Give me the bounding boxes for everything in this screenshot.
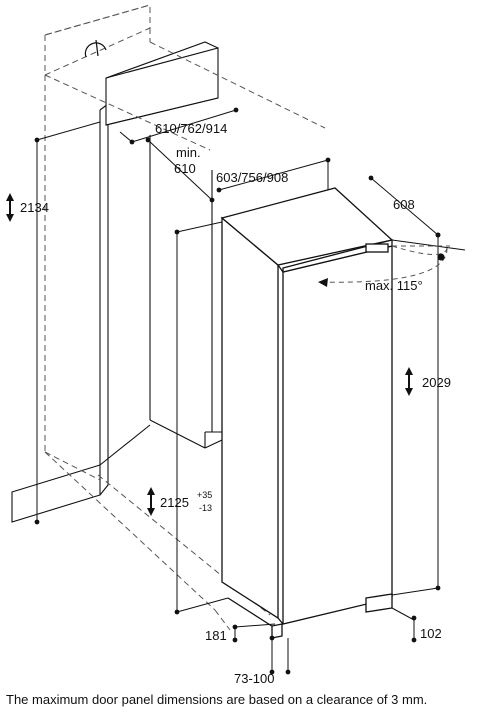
min-depth-value: 610 — [174, 161, 196, 176]
niche-height-label: 2134 — [20, 200, 49, 215]
appliance-body — [220, 187, 394, 639]
foot-offset-label: 102 — [420, 626, 442, 641]
niche-height-arrow-icon — [147, 487, 155, 516]
plinth-height-label: 73-100 — [234, 671, 274, 686]
footnote: The maximum door panel dimensions are ba… — [6, 692, 428, 707]
door-angle-label: max. 115° — [365, 278, 423, 293]
door-swing-arc — [317, 245, 450, 283]
appliance-height-arrow-icon — [405, 367, 413, 396]
appliance-width-label: 603/756/908 — [216, 170, 288, 185]
adjust-plus-label: +35 — [197, 490, 212, 500]
plinth-depth-label: 181 — [205, 628, 227, 643]
niche-height-adjust-label: 2125 — [160, 495, 189, 510]
appliance-height-label: 2029 — [422, 375, 451, 390]
ventilation-symbol-icon — [84, 39, 107, 58]
dimension-lines — [34, 107, 466, 675]
appliance-depth-label: 608 — [393, 197, 415, 212]
niche-outline — [11, 41, 223, 523]
min-depth-label: min. — [176, 145, 201, 160]
swing-arrow-icon — [318, 278, 328, 287]
niche-width-label: 610/762/914 — [155, 121, 227, 136]
adjust-minus-label: -13 — [199, 503, 212, 513]
installation-diagram: 2134 610/762/914 min. 610 603/756/908 60… — [6, 4, 466, 686]
height-arrow-icon — [6, 193, 14, 222]
hinge-point-icon — [437, 253, 445, 261]
